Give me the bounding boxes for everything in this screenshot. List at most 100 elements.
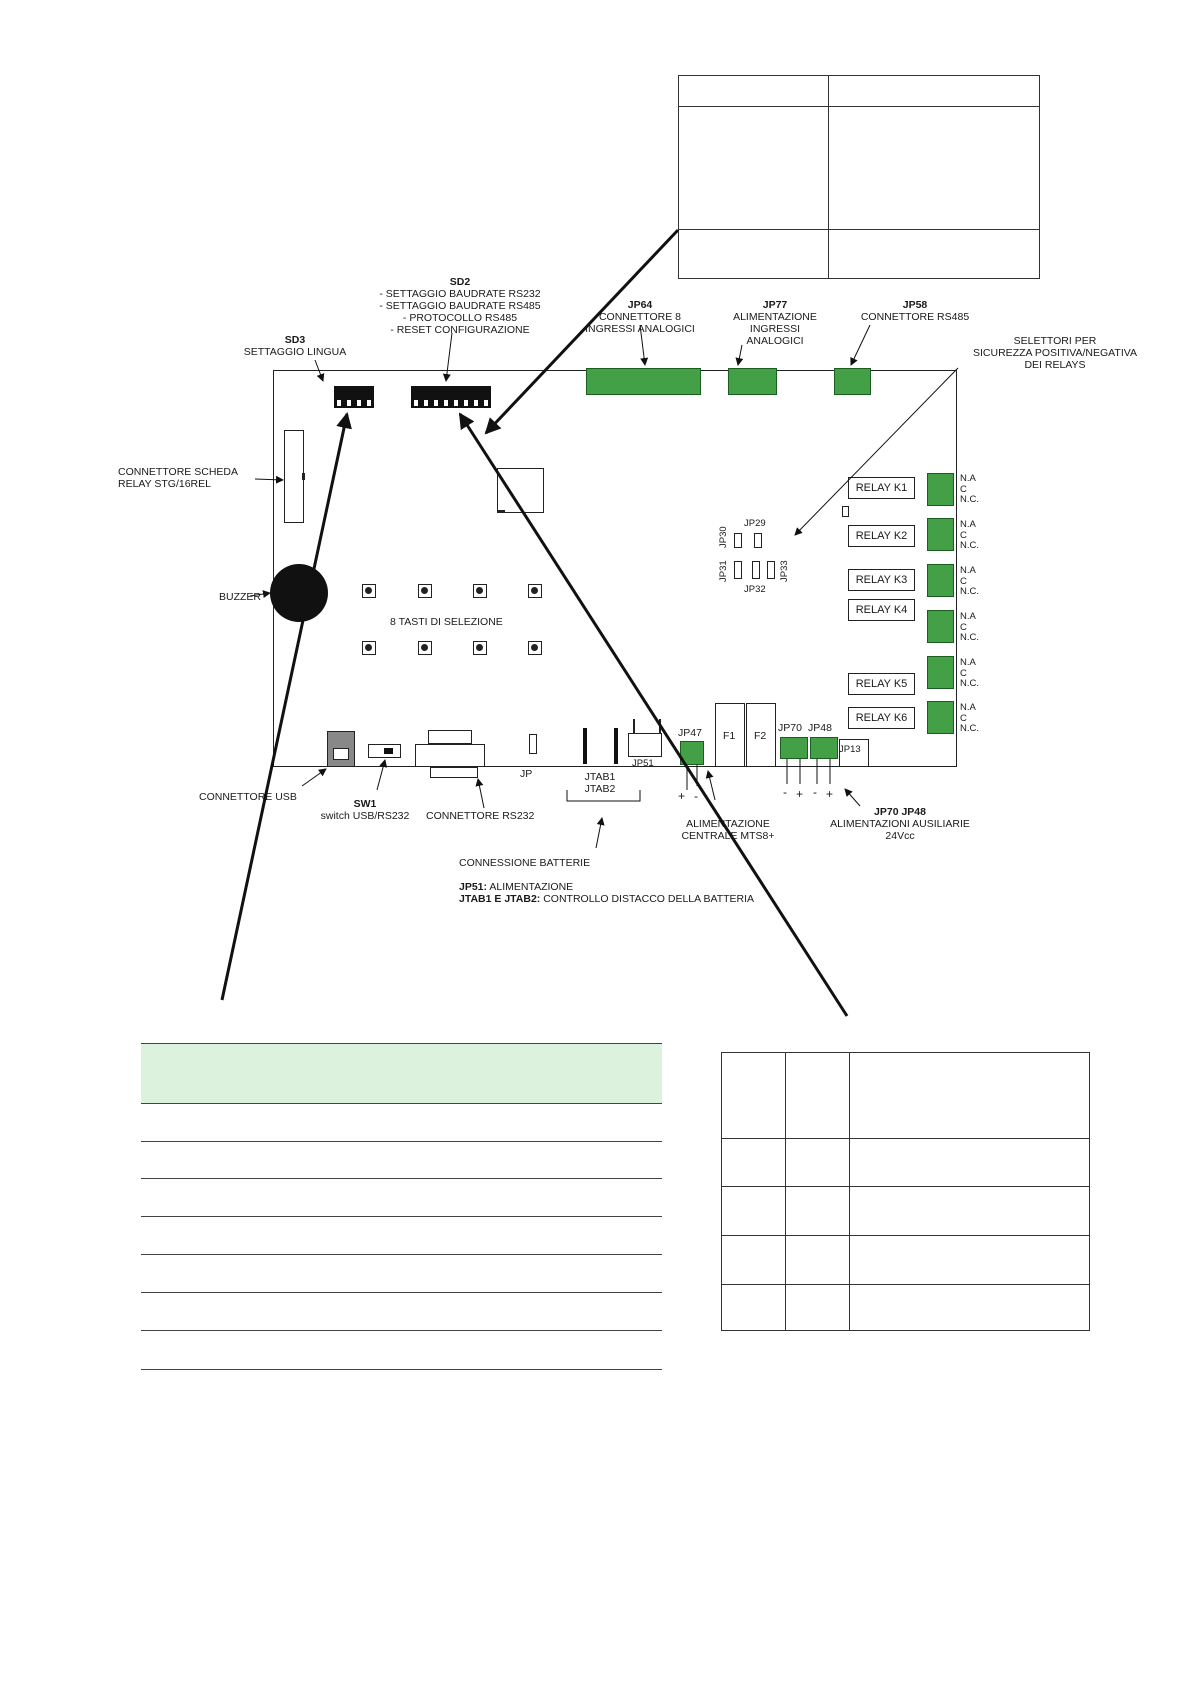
bottom-left-table-row: [141, 1255, 662, 1293]
jtab1-connector: [583, 728, 587, 764]
jp47-plus: +: [678, 789, 686, 803]
relay-k6: RELAY K6: [848, 707, 915, 729]
relay-k3-terminal: [927, 564, 954, 597]
bottom-left-table-row: [141, 1217, 662, 1255]
jp77-label: JP77 ALIMENTAZIONE INGRESSI ANALOGICI: [733, 299, 817, 347]
jp77-leader: [735, 344, 744, 366]
alim-centrale-leader: [705, 770, 716, 801]
bottom-left-table-header: [141, 1043, 662, 1104]
jp51-note: JP51: ALIMENTAZIONE: [459, 881, 574, 893]
relay-k2-terminal: [927, 518, 954, 551]
chip: [497, 468, 544, 513]
selettori-leader: [794, 367, 959, 536]
sw1-leader: [376, 759, 388, 791]
connessione-batterie-label: CONNESSIONE BATTERIE: [459, 857, 591, 869]
batterie-leader: [595, 817, 605, 849]
bottom-left-table-row: [141, 1179, 662, 1217]
rs232-connector: [415, 744, 485, 767]
sd3-dip-switch: [334, 386, 374, 408]
table-cell: [721, 1186, 786, 1236]
bottom-left-table-row: [141, 1142, 662, 1179]
selection-button-3: [473, 584, 487, 598]
table-cell: [721, 1284, 786, 1331]
buzzer-label: BUZZER: [219, 591, 261, 603]
aux-plus-1: +: [796, 787, 804, 801]
table-cell: [721, 1138, 786, 1187]
sd3-label: SD3 SETTAGGIO LINGUA: [243, 334, 347, 358]
selettori-label: SELETTORI PER SICUREZZA POSITIVA/NEGATIV…: [973, 335, 1137, 371]
jp70-connector: [780, 737, 808, 759]
fuse-f2-label: F2: [754, 730, 767, 742]
connettore-scheda-label: CONNETTORE SCHEDA RELAY STG/16REL: [118, 466, 238, 490]
alim-centrale-label: ALIMENTAZIONE CENTRALE MTS8+: [681, 818, 775, 842]
jp33-jumper: [767, 561, 775, 579]
relay-k6-terminal: [927, 701, 954, 734]
selection-buttons-label: 8 TASTI DI SELEZIONE: [390, 616, 503, 628]
bottom-left-table-row: [141, 1293, 662, 1331]
table-cell: [785, 1052, 850, 1139]
table-cell: [721, 1052, 786, 1139]
jtab-note: JTAB1 E JTAB2: CONTROLLO DISTACCO DELLA …: [459, 893, 755, 905]
relay-k3: RELAY K3: [848, 569, 915, 591]
table-cell: [849, 1235, 1090, 1285]
bottom-left-table-row: [141, 1104, 662, 1142]
relay-led: [842, 506, 849, 517]
jp48-label: JP48: [808, 722, 832, 734]
rs232-label: CONNETTORE RS232: [426, 810, 535, 822]
jp51-connector: [628, 733, 662, 757]
sw1-switch: [368, 744, 401, 758]
table-cell: [849, 1138, 1090, 1187]
table-cell: [721, 1235, 786, 1285]
relay-k2: RELAY K2: [848, 525, 915, 547]
jp58-leader: [850, 324, 871, 366]
usb-port: [333, 748, 349, 760]
bottom-left-table-row: [141, 1331, 662, 1370]
jp77-connector: [728, 368, 777, 395]
selection-button-5: [362, 641, 376, 655]
fuse-f1-label: F1: [723, 730, 736, 742]
connettore-scheda-leader: [254, 475, 284, 484]
aux-plus-2: +: [826, 787, 834, 801]
jtab-label: JTAB1 JTAB2: [584, 771, 616, 795]
table-cell: [849, 1052, 1090, 1139]
rs232-leader: [475, 778, 485, 809]
jp32-label: JP32: [744, 584, 766, 595]
rs232-connector-plug: [430, 767, 478, 778]
jp58-label: JP58 CONNETTORE RS485: [860, 299, 970, 323]
table-cell: [678, 106, 829, 230]
jp32-jumper: [752, 561, 760, 579]
relay-k1: RELAY K1: [848, 477, 915, 499]
selection-button-2: [418, 584, 432, 598]
buzzer-leader: [249, 590, 271, 598]
jp48-connector: [810, 737, 838, 759]
jp31-jumper: [734, 561, 742, 579]
table-cell: [785, 1186, 850, 1236]
jtab-bracket: [566, 790, 641, 802]
buzzer: [270, 564, 328, 622]
selection-button-8: [528, 641, 542, 655]
selection-button-7: [473, 641, 487, 655]
table-cell: [785, 1284, 850, 1331]
big-arrow-sd2-to-table: [458, 412, 849, 1017]
jp-label: JP: [520, 768, 533, 780]
jp64-connector: [586, 368, 701, 395]
jp29-label: JP29: [744, 518, 766, 529]
jp13-connector: [839, 739, 869, 767]
alim-aux-leader: [844, 788, 861, 807]
fuse-f1: [715, 703, 745, 767]
jp-jumper: [529, 734, 537, 754]
jp47-minus: -: [694, 789, 698, 803]
relay-k5-terminal: [927, 656, 954, 689]
jp13-label: JP13: [839, 744, 861, 755]
jp70-label: JP70: [778, 722, 802, 734]
jp29-jumper: [754, 533, 762, 548]
jp51-label: JP51: [632, 758, 654, 769]
sd2-dip-switch: [411, 386, 491, 408]
sd2-leader: [442, 332, 453, 382]
jp64-leader: [639, 324, 649, 366]
